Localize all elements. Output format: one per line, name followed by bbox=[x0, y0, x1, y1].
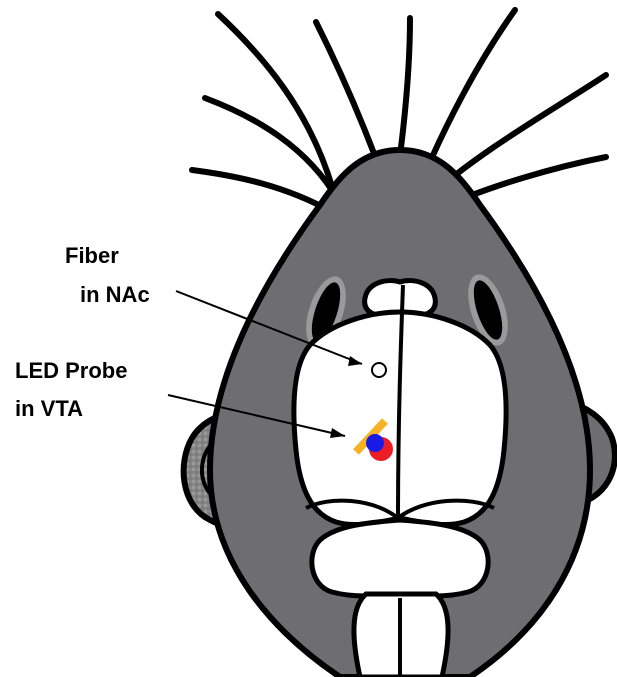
whisker bbox=[192, 170, 332, 212]
fiber-nac-marker bbox=[372, 363, 386, 377]
whisker bbox=[218, 14, 333, 190]
fiber-label-line1: Fiber bbox=[65, 243, 119, 268]
led-label-line2: in VTA bbox=[15, 396, 83, 421]
led-label-line1: LED Probe bbox=[15, 358, 127, 383]
cerebellum bbox=[312, 520, 488, 596]
led-blue-marker bbox=[366, 434, 384, 452]
fiber-label-line2: in NAc bbox=[80, 282, 150, 307]
